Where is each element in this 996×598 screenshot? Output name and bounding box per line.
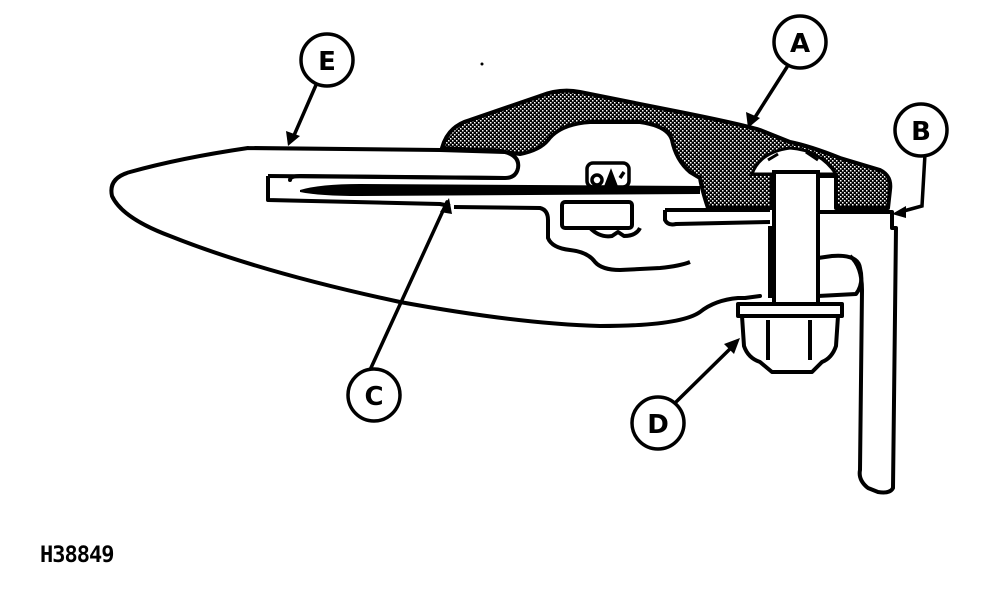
callout-label: E (318, 47, 336, 77)
speck (480, 62, 484, 66)
callout-D: D (630, 395, 686, 451)
nut-assembly (736, 302, 844, 374)
callout-circle (893, 102, 949, 158)
callout-B: B (893, 102, 949, 158)
callout-circle (630, 395, 686, 451)
callout-circle (299, 32, 355, 88)
guard-body (109, 146, 762, 328)
callout-label: C (364, 382, 383, 412)
callout-circle (772, 14, 828, 70)
callout-label: D (647, 410, 669, 440)
leader-arrowheads (286, 112, 906, 354)
callout-A: A (772, 14, 828, 70)
bolt-shank (772, 170, 820, 306)
knife-bolt-head (585, 161, 631, 189)
cutter-bar-angle (768, 210, 898, 495)
leader-lines (290, 65, 927, 404)
hold-down-clip (440, 88, 893, 210)
callout-label: A (790, 29, 810, 59)
callout-label: B (911, 117, 931, 147)
callout-E: E (299, 32, 355, 88)
callout-C: C (346, 367, 402, 423)
figure-id: H38849 (40, 543, 114, 568)
knife-section (300, 184, 700, 196)
callout-circle (346, 367, 402, 423)
